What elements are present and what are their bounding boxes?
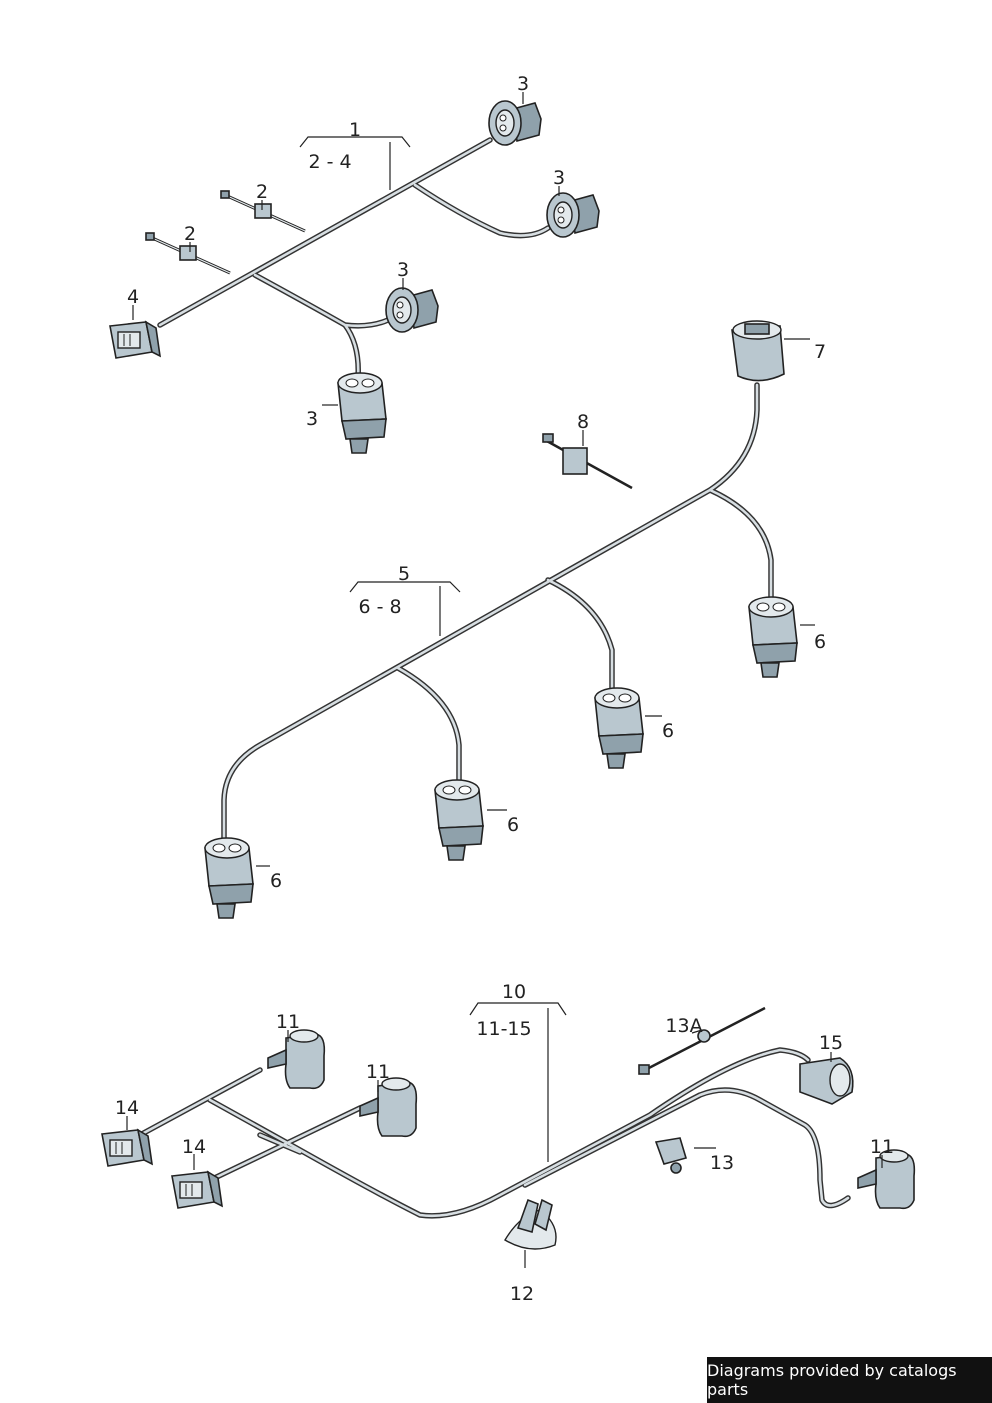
harness-group-5 — [204, 320, 798, 919]
callout-3: 3 — [517, 73, 529, 95]
group-number: 10 — [502, 981, 526, 1003]
callout-6: 6 — [662, 720, 674, 742]
group-bracket-10: 10 11-15 — [469, 981, 567, 1162]
callout-2: 2 — [184, 223, 196, 245]
part-13 — [654, 1137, 688, 1174]
callout-15: 15 — [819, 1032, 843, 1054]
callout-13a: 13A — [665, 1015, 702, 1037]
callout-6: 6 — [270, 870, 282, 892]
callout-14: 14 — [115, 1097, 139, 1119]
group-number: 1 — [349, 119, 361, 141]
part-13a — [638, 1006, 766, 1075]
harness-group-1 — [109, 100, 600, 454]
group-bracket-5: 5 6 - 8 — [349, 563, 461, 636]
clip-8 — [542, 433, 633, 490]
group-bracket-1: 1 2 - 4 — [299, 119, 411, 190]
callout-labels: 3 3 3 3 2 2 4 7 8 6 6 6 6 11 11 11 14 14… — [115, 73, 894, 1305]
callout-3: 3 — [397, 259, 409, 281]
callout-3: 3 — [553, 167, 565, 189]
group-range: 11-15 — [476, 1018, 531, 1040]
callout-14: 14 — [182, 1136, 206, 1158]
leader-lines — [126, 92, 883, 1268]
callout-6: 6 — [507, 814, 519, 836]
harness-group-10 — [101, 1006, 916, 1250]
callout-12: 12 — [510, 1283, 534, 1305]
callout-11: 11 — [276, 1011, 300, 1033]
callout-7: 7 — [814, 341, 826, 363]
callout-11: 11 — [870, 1136, 894, 1158]
callout-4: 4 — [127, 286, 139, 308]
group-range: 2 - 4 — [308, 151, 351, 173]
footer-credit: Diagrams provided by catalogs parts — [707, 1357, 992, 1403]
group-range: 6 - 8 — [358, 596, 401, 618]
connector-7 — [731, 320, 785, 382]
grommet-12 — [504, 1198, 557, 1250]
callout-13: 13 — [710, 1152, 734, 1174]
callout-11: 11 — [366, 1061, 390, 1083]
callout-2: 2 — [256, 181, 268, 203]
group-number: 5 — [398, 563, 410, 585]
callout-6: 6 — [814, 631, 826, 653]
callout-8: 8 — [577, 411, 589, 433]
connector-15 — [799, 1057, 854, 1105]
callout-3: 3 — [306, 408, 318, 430]
